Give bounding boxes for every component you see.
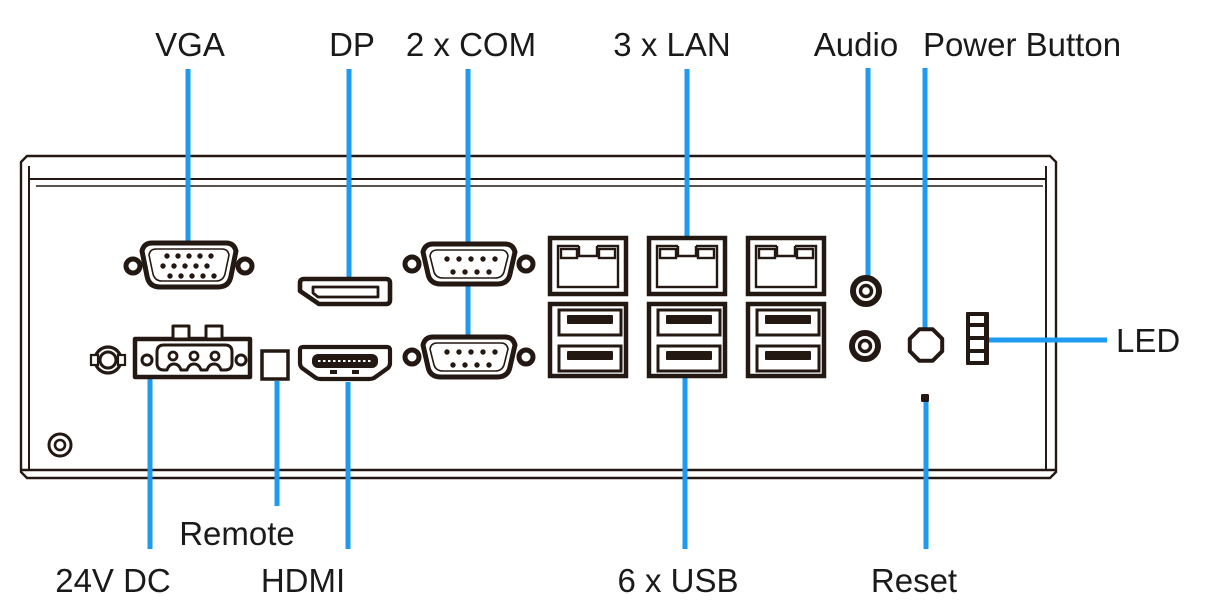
label-audio: Audio xyxy=(813,26,899,63)
hdmi-port xyxy=(297,344,393,382)
label-dp: DP xyxy=(329,26,375,63)
vga-pins xyxy=(160,253,217,279)
usb-port-pair-3 xyxy=(745,301,827,379)
remote-connector xyxy=(260,349,290,381)
label-led: LED xyxy=(1116,322,1181,359)
dp-port xyxy=(297,276,393,307)
usb-port-pair-1 xyxy=(547,301,629,379)
com-port-2 xyxy=(402,334,536,380)
usb-port-pair-2 xyxy=(646,301,728,379)
label-reset: Reset xyxy=(870,562,958,599)
callout-lines xyxy=(147,68,1107,549)
label-usb: 6 x USB xyxy=(617,562,739,599)
label-vga: VGA xyxy=(155,26,225,63)
audio-jack-1 xyxy=(850,275,882,307)
label-com: 2 x COM xyxy=(405,26,537,63)
screw-hole xyxy=(47,432,73,458)
com1-pins xyxy=(444,256,498,275)
lan-port-2 xyxy=(646,235,728,297)
power-button xyxy=(907,327,945,363)
com-port-1 xyxy=(402,241,536,287)
label-power-button: Power Button xyxy=(922,26,1122,63)
lan-port-1 xyxy=(547,235,629,297)
chassis-outline xyxy=(19,154,1058,480)
label-remote: Remote xyxy=(179,515,295,552)
com2-pins xyxy=(444,349,498,368)
vga-port xyxy=(123,240,255,290)
dc-terminal-24v xyxy=(132,324,253,380)
lan-port-3 xyxy=(745,235,827,297)
label-hdmi: HDMI xyxy=(260,562,346,599)
reset-hole xyxy=(921,394,929,402)
antenna-hole xyxy=(89,345,127,375)
label-24v-dc: 24V DC xyxy=(55,562,171,599)
audio-jack-2 xyxy=(849,330,881,362)
led-indicator xyxy=(966,312,989,365)
label-lan: 3 x LAN xyxy=(613,26,731,63)
